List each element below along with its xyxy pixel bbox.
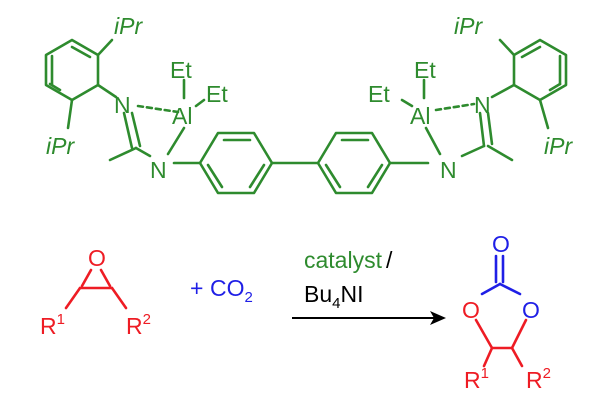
- right-aryl-ring: [512, 38, 568, 102]
- arrow-catalyst-label: catalyst/: [304, 247, 393, 273]
- carbonate-ring-o-left: O: [462, 297, 480, 323]
- epoxide-r1-label: R1: [40, 311, 65, 339]
- left-ipr-bottom-bond: [66, 98, 74, 130]
- left-imine-n-label: N: [114, 92, 131, 118]
- left-methyl-bond: [108, 146, 138, 162]
- left-aryl-n-bond: [96, 83, 118, 99]
- left-et-top-label: Et: [170, 57, 192, 83]
- right-imine-bond-1: [478, 111, 486, 148]
- right-et-top-label: Et: [414, 57, 436, 83]
- right-al-et-left-bond: [400, 98, 414, 108]
- epoxide-oxygen-label: O: [88, 245, 106, 271]
- left-al-n-bond: [166, 126, 186, 156]
- right-et-left-label: Et: [368, 81, 390, 107]
- carbonate-labels: O O O R1 R2: [462, 231, 551, 393]
- carbonate-r2-label: R2: [526, 365, 551, 393]
- right-al-label: Al: [410, 103, 430, 129]
- left-c-n-bond: [134, 146, 152, 158]
- left-ipr-top-label: iPr: [114, 13, 143, 39]
- right-ipr-bottom-label: iPr: [544, 133, 573, 159]
- right-al-n-bond: [424, 126, 442, 156]
- right-imine-n-label: N: [474, 92, 491, 118]
- left-ipr-bottom-label: iPr: [46, 133, 75, 159]
- left-aryl-ring: [44, 38, 100, 102]
- right-ipr-bottom-bond: [538, 98, 550, 130]
- right-ipr-top-bond: [498, 38, 516, 57]
- co2-label: CO2: [210, 275, 253, 306]
- catalyst-structure: [44, 38, 568, 195]
- epoxide-structure: [64, 268, 128, 310]
- epoxide-r2-label: R2: [126, 311, 151, 339]
- right-ipr-top-label: iPr: [454, 13, 483, 39]
- biphenyl-left-ring: [198, 131, 274, 195]
- right-aryl-n-bond: [490, 83, 516, 99]
- epoxide-labels: O R1 R2: [40, 245, 151, 339]
- carbonate-ring-o-right: O: [522, 297, 540, 323]
- carbonate-ring: [474, 254, 528, 368]
- left-ipr-top-bond: [96, 38, 114, 57]
- left-al-et-right-bond: [194, 98, 206, 108]
- right-n-al-dative: [434, 102, 476, 112]
- carbonate-carbonyl-o: O: [492, 231, 510, 257]
- arrow-reagent-label: Bu4NI: [304, 281, 363, 312]
- right-methyl-bond: [486, 144, 514, 162]
- carbonate-r1-label: R1: [464, 365, 489, 393]
- left-n-al-dative: [136, 104, 180, 114]
- reaction-arrow: [292, 311, 446, 325]
- catalyst-labels: iPr iPr N N Al Et Et Al Et Et N N iPr iP…: [46, 13, 573, 183]
- right-amide-n-label: N: [440, 157, 457, 183]
- left-imine-bond-1: [122, 111, 134, 150]
- left-amide-n-label: N: [150, 157, 167, 183]
- right-imine-bond-2: [486, 111, 494, 146]
- biphenyl-right-ring: [316, 131, 392, 195]
- left-imine-bond-2: [130, 111, 142, 148]
- plus-sign: +: [190, 275, 203, 301]
- right-c-n-bond: [460, 144, 486, 158]
- left-et-right-label: Et: [206, 81, 228, 107]
- left-al-label: Al: [172, 103, 192, 129]
